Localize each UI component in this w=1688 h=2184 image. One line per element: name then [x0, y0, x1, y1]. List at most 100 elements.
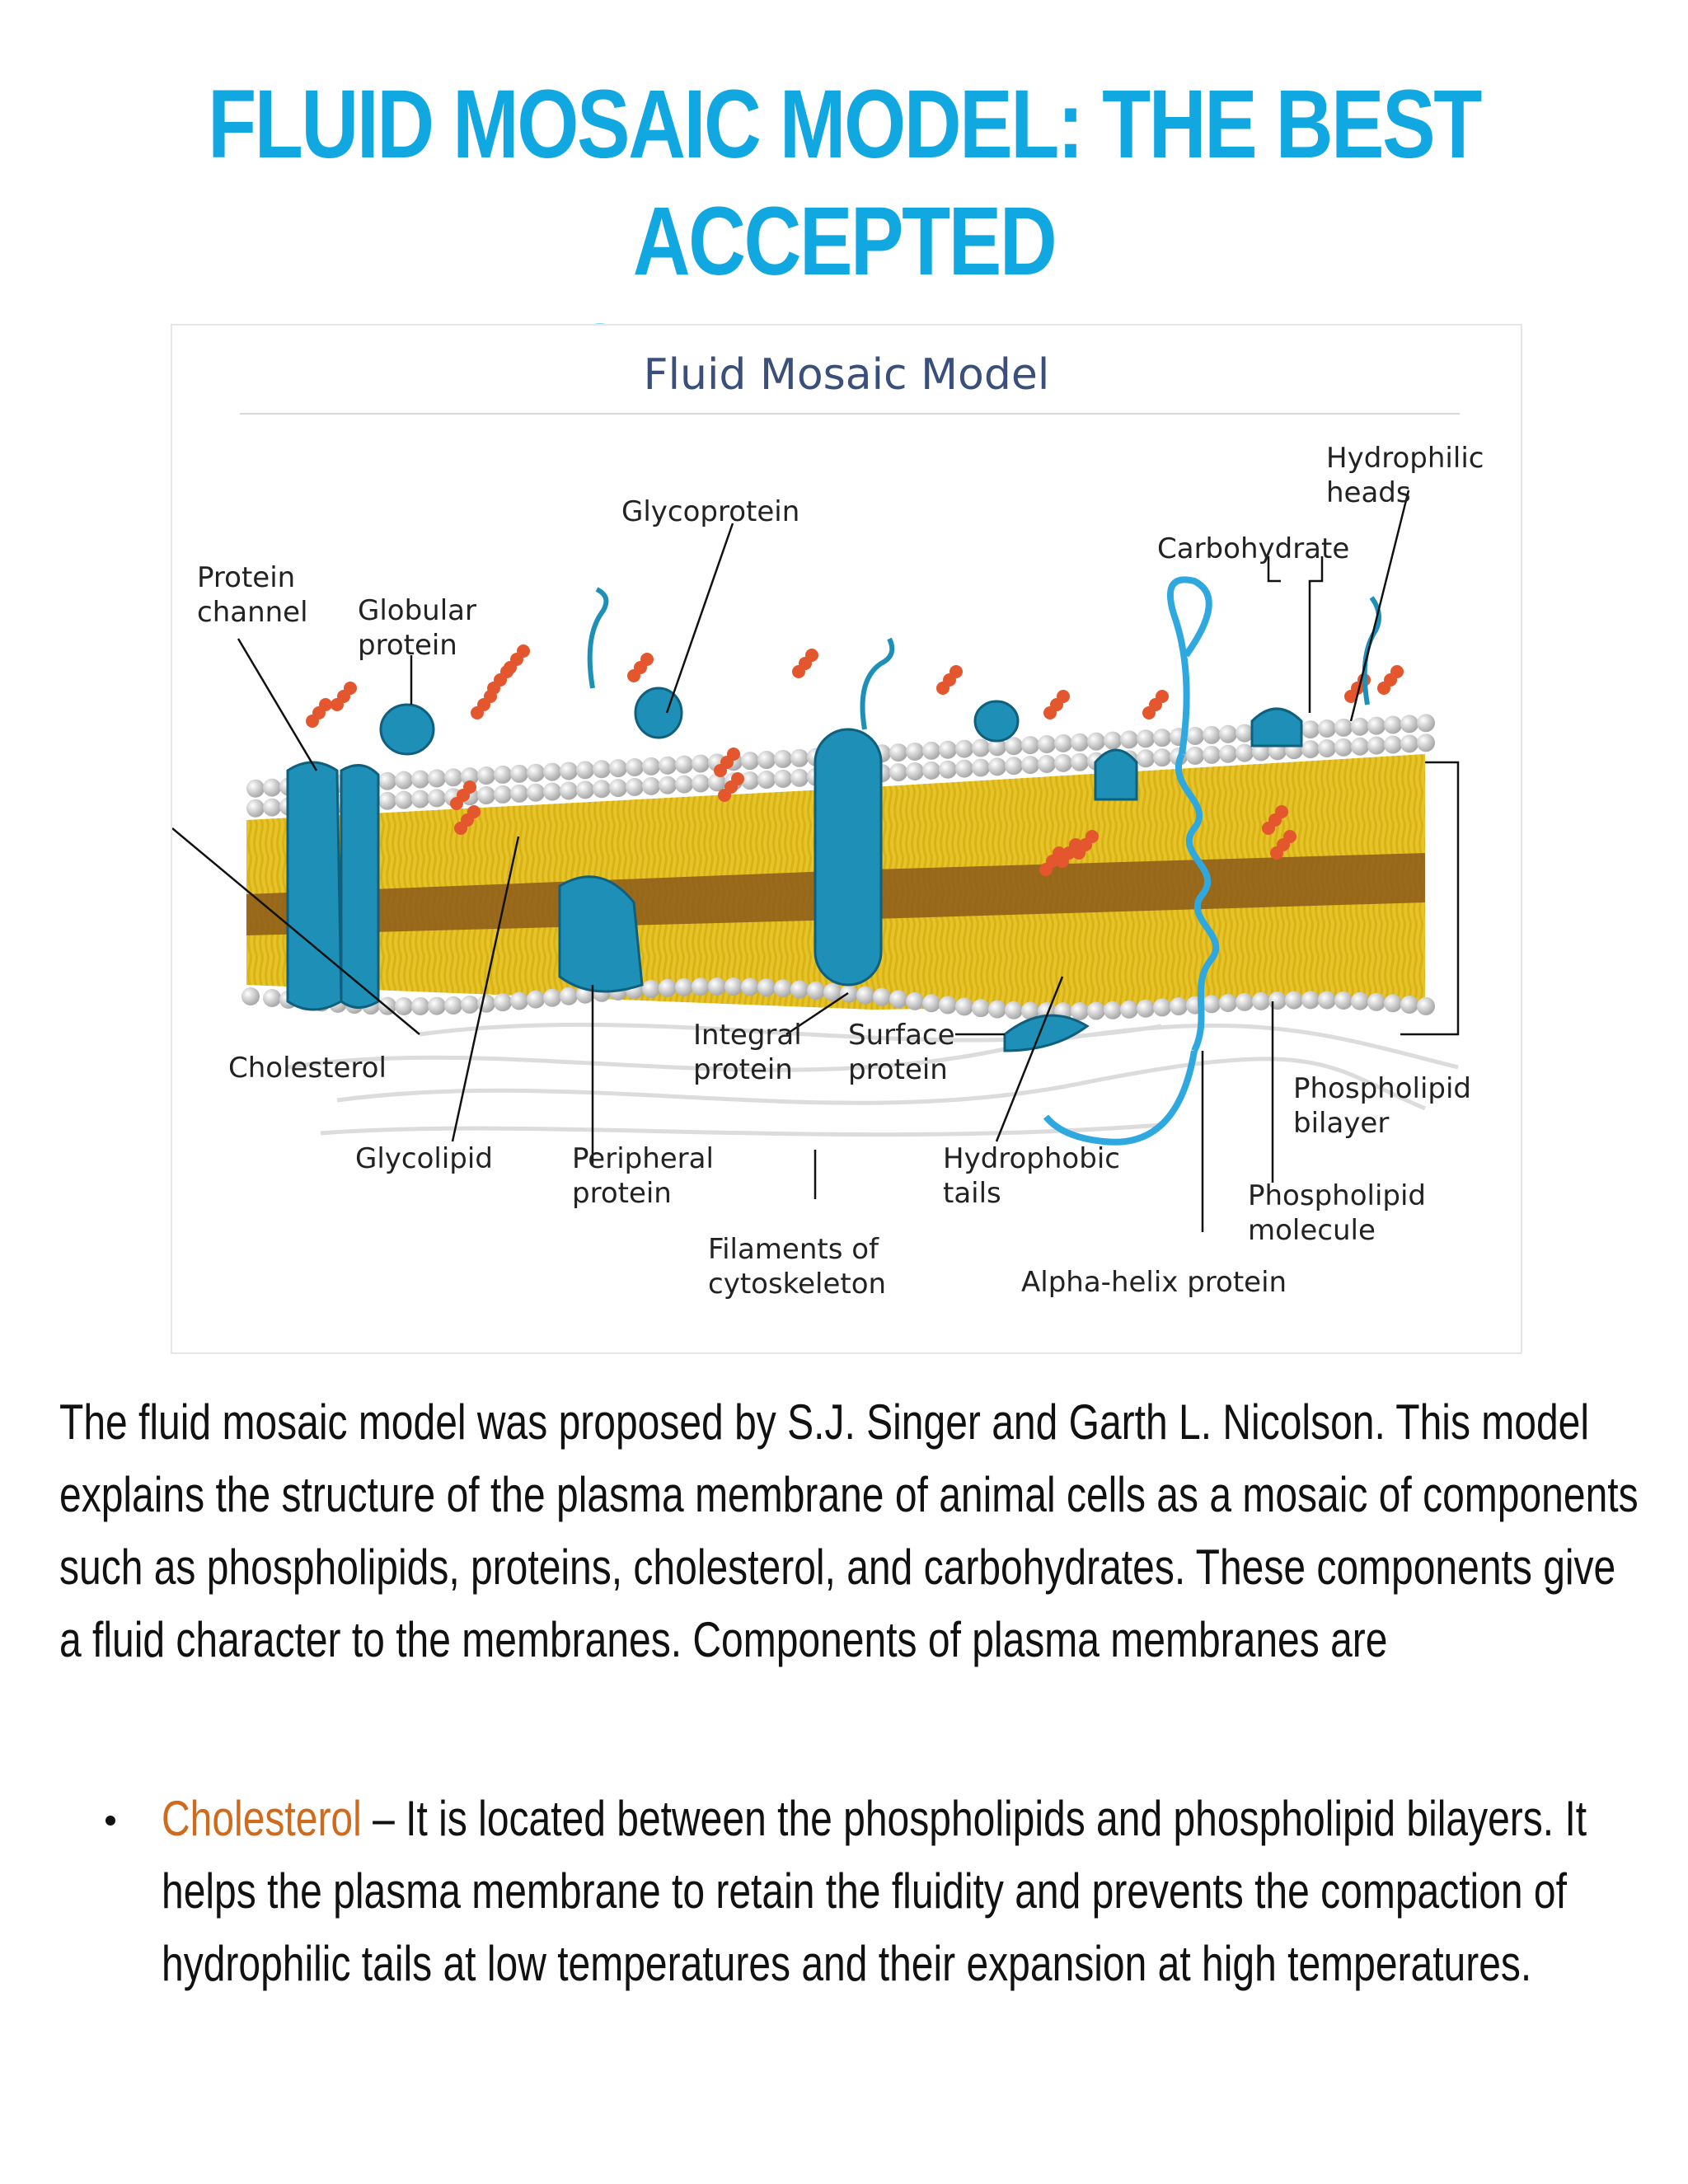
phospholipid-head — [757, 978, 776, 997]
phospholipid-head — [1054, 733, 1072, 752]
phospholipid-head — [395, 790, 413, 809]
phospholipid-head — [593, 780, 611, 799]
bullet-text: Cholesterol – It is located between the … — [162, 1783, 1645, 2000]
phospholipid-head — [906, 991, 924, 1010]
phospholipid-head — [626, 777, 644, 796]
carbohydrate-bead — [1390, 665, 1404, 678]
phospholipid-head — [873, 987, 891, 1006]
phospholipid-head — [1400, 715, 1418, 733]
intro-paragraph: The fluid mosaic model was proposed by S… — [59, 1394, 1639, 1667]
phospholipid-head — [724, 977, 743, 996]
phospholipid-head — [1219, 724, 1237, 743]
phospholipid-head — [246, 799, 265, 818]
glycoprotein-stalks — [587, 587, 1381, 730]
phospholipid-head — [889, 990, 907, 1009]
phospholipid-head — [1236, 724, 1254, 743]
phospholipid-head — [659, 978, 677, 997]
phospholipid-head — [1334, 718, 1353, 737]
phospholipid-head — [444, 996, 462, 1015]
phospholipid-head — [1318, 991, 1336, 1010]
phospholipid-head — [1071, 752, 1089, 771]
carbohydrate-chains — [306, 644, 1404, 876]
phospholipid-head — [1137, 749, 1155, 768]
phospholipid-head — [477, 766, 495, 785]
phospholipid-head — [1318, 719, 1336, 738]
phospholipid-head — [1186, 746, 1204, 765]
phospholipid-head — [774, 749, 792, 768]
phospholipid-head — [428, 996, 446, 1015]
phospholipid-head — [1334, 991, 1353, 1010]
phospholipid-head — [1021, 1001, 1039, 1020]
diagram-title: Fluid Mosaic Model — [643, 350, 1050, 400]
phospholipid-head — [675, 775, 693, 794]
phospholipid-head — [626, 757, 644, 776]
phospholipid-head — [1367, 736, 1386, 755]
phospholipid-head — [1318, 738, 1336, 757]
phospholipid-head — [708, 977, 726, 996]
phospholipid-head — [477, 786, 495, 805]
phospholipid-head — [246, 779, 265, 798]
phospholipid-head — [922, 761, 940, 780]
phospholipid-head — [972, 758, 990, 777]
phospholipid-head — [790, 980, 809, 999]
carbohydrate-bead — [1156, 690, 1169, 703]
phospholipid-head — [576, 761, 594, 780]
carbohydrate-bead — [319, 698, 332, 711]
label-globular-protein: Globular protein — [358, 594, 476, 662]
page-title-line-1: FLUID MOSAIC MODEL: THE BEST ACCEPTED — [208, 70, 1482, 296]
phospholipid-head — [428, 789, 446, 808]
label-phospholipid-bilayer: Phospholipid bilayer — [1293, 1072, 1472, 1140]
phospholipid-head — [922, 994, 940, 1013]
bullet-term: Cholesterol — [162, 1791, 362, 1846]
phospholipid-head — [1120, 730, 1138, 749]
phospholipid-head — [1005, 1001, 1023, 1019]
label-hydrophobic-tails: Hydrophobic tails — [943, 1142, 1120, 1210]
phospholipid-head — [1087, 732, 1105, 751]
integral-protein — [814, 728, 883, 987]
phospholipid-head — [560, 781, 578, 800]
phospholipid-head — [1170, 997, 1188, 1016]
phospholipid-head — [444, 768, 462, 787]
phospholipid-head — [972, 999, 990, 1018]
label-phospholipid-molecule: Phospholipid molecule — [1248, 1179, 1427, 1247]
protein-channel — [286, 761, 343, 1011]
phospholipid-head — [1203, 725, 1221, 744]
phospholipid-head — [1351, 991, 1369, 1010]
phospholipid-head — [241, 987, 260, 1005]
phospholipid-head — [939, 740, 957, 759]
phospholipid-head — [692, 774, 710, 793]
phospholipid-head — [955, 759, 973, 778]
phospholipid-head — [988, 1000, 1006, 1019]
label-surface-protein: Surface protein — [848, 1019, 955, 1086]
carbohydrate-bead — [805, 649, 818, 662]
phospholipid-head — [510, 991, 528, 1010]
phospholipid-head — [411, 996, 429, 1015]
phospholipid-head — [527, 783, 545, 802]
phospholipid-head — [395, 996, 413, 1015]
phospholipid-head — [1301, 740, 1320, 759]
phospholipid-head — [642, 757, 660, 776]
phospholipid-head — [411, 790, 429, 808]
phospholipid-head — [1219, 993, 1237, 1012]
phospholipid-head — [494, 785, 512, 804]
carbohydrate-bead — [731, 772, 744, 785]
phospholipid-head — [939, 996, 957, 1015]
phospholipid-head — [906, 742, 924, 761]
phospholipid-head — [906, 762, 924, 780]
label-carbohydrate: Carbohydrate — [1157, 532, 1350, 565]
protein-channel-right — [340, 764, 380, 1009]
phospholipid-head — [1417, 714, 1435, 733]
phospholipid-head — [1137, 999, 1155, 1018]
phospholipid-head — [428, 769, 446, 788]
phospholipid-head — [757, 771, 776, 790]
phospholipid-head — [1367, 992, 1386, 1011]
phospholipid-head — [692, 977, 710, 996]
phospholipid-head — [1071, 733, 1089, 752]
glycoprotein-body — [634, 687, 683, 739]
phospholipid-head — [411, 770, 429, 789]
phospholipid-head — [955, 739, 973, 758]
phospholipid-head — [1367, 716, 1386, 735]
phospholipid-head — [659, 756, 677, 775]
phospholipid-head — [1153, 748, 1171, 767]
label-cholesterol: Cholesterol — [228, 1052, 387, 1085]
